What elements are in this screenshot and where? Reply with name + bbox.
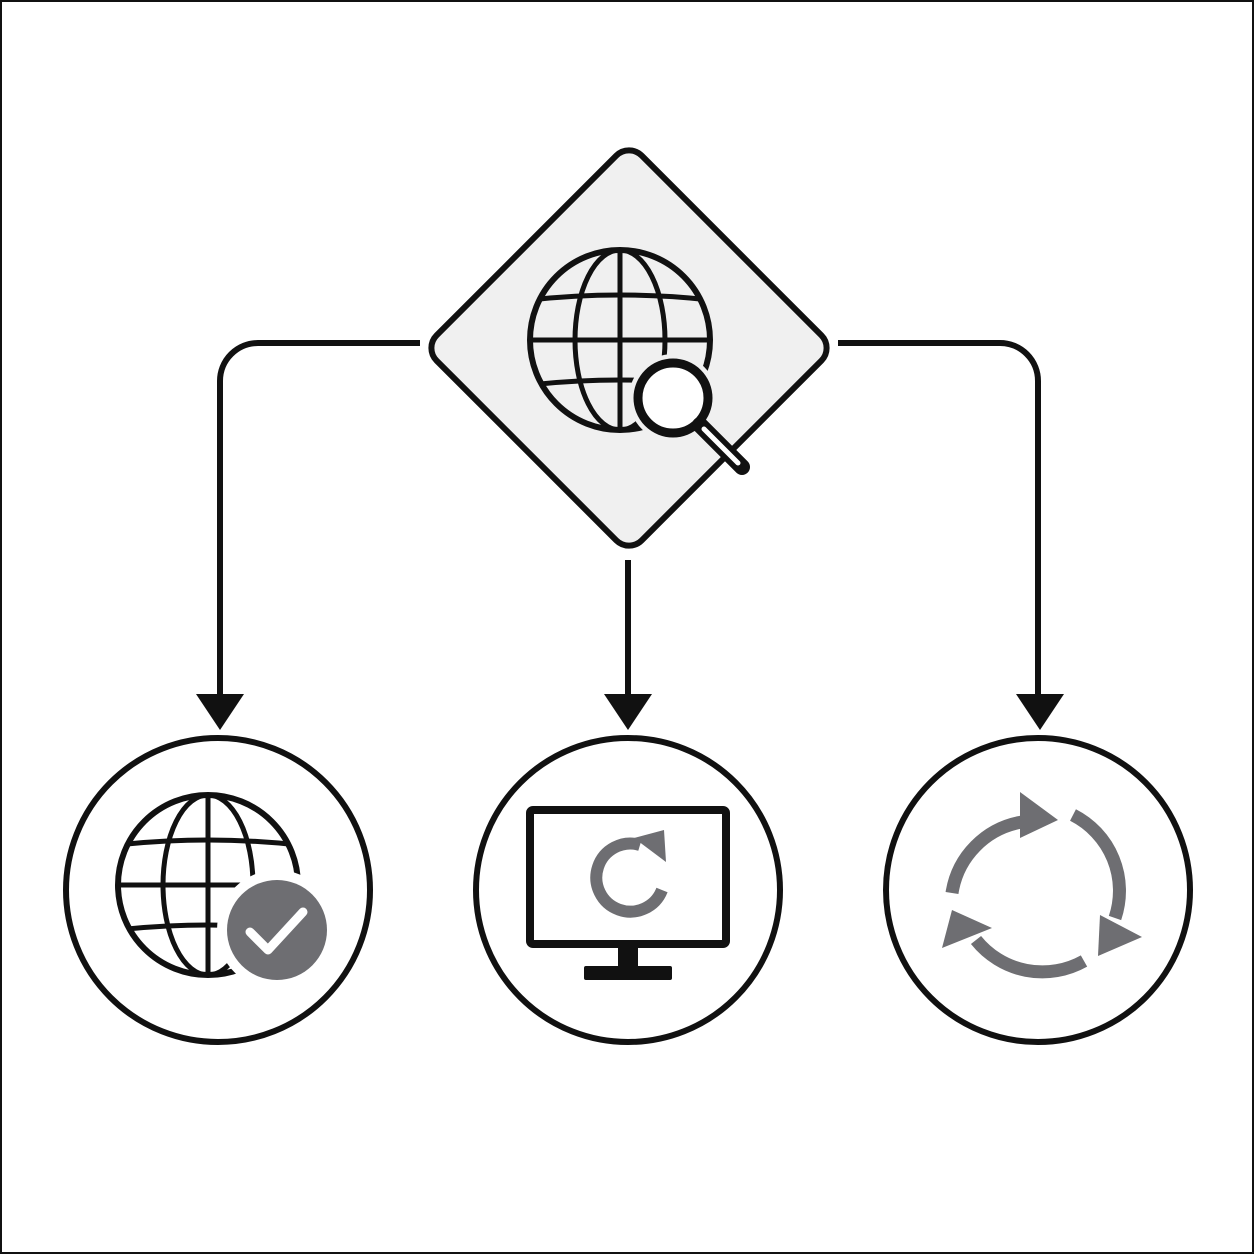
outcome-circle	[63, 735, 373, 1045]
arrowhead-left	[196, 694, 244, 730]
outcome-node-cycle	[883, 735, 1193, 1045]
outcome-node-monitor-refresh	[473, 735, 783, 1045]
globe-check-icon	[115, 792, 337, 990]
monitor-refresh-icon	[526, 806, 730, 980]
decision-node	[428, 147, 830, 549]
globe-search-icon	[527, 247, 750, 475]
arrowhead-right	[1016, 694, 1064, 730]
outcome-node-globe-check	[63, 735, 373, 1045]
connectors	[217, 340, 1041, 700]
decision-diamond	[428, 147, 830, 549]
connector-right	[838, 340, 1041, 700]
cycle-arrows-icon	[942, 792, 1142, 979]
outcome-circle	[883, 735, 1193, 1045]
connector-left	[217, 340, 420, 700]
arrowheads	[196, 694, 1064, 730]
arrowhead-center	[604, 694, 652, 730]
